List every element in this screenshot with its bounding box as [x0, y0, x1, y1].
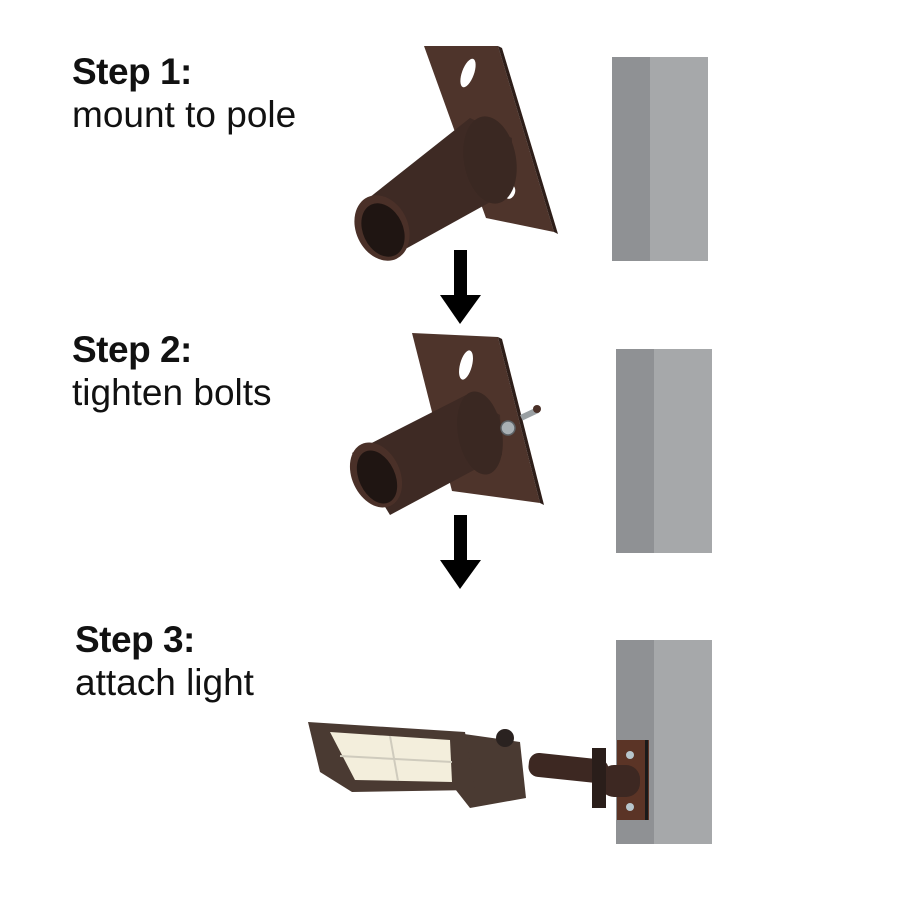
step-1-label: Step 1: mount to pole: [72, 52, 296, 135]
street-light-fixture: [308, 722, 649, 820]
step-3-description: attach light: [75, 662, 254, 703]
pole-step-2: [616, 349, 712, 553]
step-1-description: mount to pole: [72, 94, 297, 135]
bracket-step-2: [349, 333, 544, 515]
down-arrow-icon: [440, 250, 481, 324]
step-3-title: Step 3:: [75, 619, 195, 660]
pole-step-1: [612, 57, 708, 261]
step-2-description: tighten bolts: [72, 372, 272, 413]
step-2-title: Step 2:: [72, 329, 192, 370]
step-1-title: Step 1:: [72, 51, 192, 92]
step-2-label: Step 2: tighten bolts: [72, 330, 272, 413]
step-3-label: Step 3: attach light: [75, 620, 254, 703]
down-arrow-icon: [440, 515, 481, 589]
bracket-step-1: [354, 46, 558, 261]
